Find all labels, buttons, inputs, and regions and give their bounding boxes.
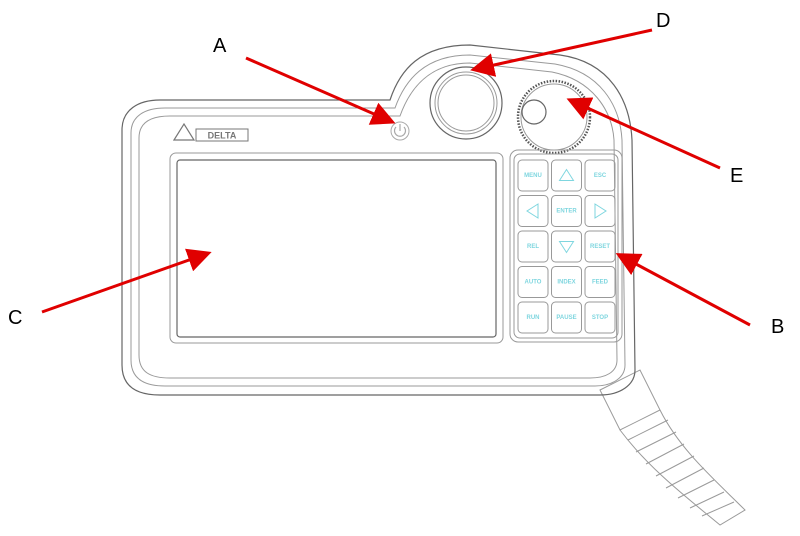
delta-logo: DELTA <box>172 122 249 142</box>
callout-label-b: B <box>771 316 784 338</box>
callout-label-d: D <box>656 10 670 32</box>
svg-text:PAUSE: PAUSE <box>556 315 576 321</box>
lcd-display <box>169 152 504 344</box>
callout-label-a: A <box>213 35 227 57</box>
key-enter[interactable]: ENTER <box>551 195 582 227</box>
down-arrow-key-icon[interactable] <box>551 230 582 263</box>
handwheel-knob[interactable] <box>516 79 592 155</box>
svg-text:ENTER: ENTER <box>556 209 577 215</box>
svg-text:STOP: STOP <box>592 315 608 321</box>
svg-text:MENU: MENU <box>524 173 542 179</box>
up-arrow-key-icon[interactable] <box>551 159 582 192</box>
arrow-c <box>41 248 212 314</box>
key-menu[interactable]: MENU <box>517 159 549 192</box>
key-reset[interactable]: RESET <box>584 230 616 263</box>
key-pause[interactable]: PAUSE <box>551 301 582 334</box>
callout-arrows <box>41 28 751 327</box>
right-arrow-key-icon[interactable] <box>584 195 616 227</box>
key-stop[interactable]: STOP <box>584 301 616 334</box>
svg-text:RUN: RUN <box>527 315 540 321</box>
arrow-a <box>245 56 396 125</box>
pendant-body <box>121 44 636 396</box>
key-rel[interactable]: REL <box>517 230 549 263</box>
power-icon[interactable] <box>390 121 410 141</box>
emergency-stop-button[interactable] <box>429 66 503 140</box>
svg-text:INDEX: INDEX <box>557 280 575 286</box>
key-index[interactable]: INDEX <box>551 266 582 298</box>
key-esc[interactable]: ESC <box>584 159 616 192</box>
svg-text:REL: REL <box>527 244 539 250</box>
svg-text:ESC: ESC <box>594 173 607 179</box>
logo-text: DELTA <box>208 130 237 140</box>
svg-text:AUTO: AUTO <box>525 280 542 286</box>
arrow-d <box>470 28 653 77</box>
callout-label-e: E <box>730 165 743 187</box>
svg-text:RESET: RESET <box>590 244 610 250</box>
callout-label-c: C <box>8 307 22 329</box>
keypad: MENU ESC ENTER REL RESET AUTO INDEX FEED RUN PAUS… <box>509 149 623 343</box>
key-auto[interactable]: AUTO <box>517 266 549 298</box>
cable <box>599 369 746 526</box>
arrow-b <box>615 253 751 327</box>
key-feed[interactable]: FEED <box>584 266 616 298</box>
left-arrow-key-icon[interactable] <box>517 195 549 227</box>
svg-text:FEED: FEED <box>592 280 609 286</box>
key-run[interactable]: RUN <box>517 301 549 334</box>
arrow-e <box>566 97 721 170</box>
